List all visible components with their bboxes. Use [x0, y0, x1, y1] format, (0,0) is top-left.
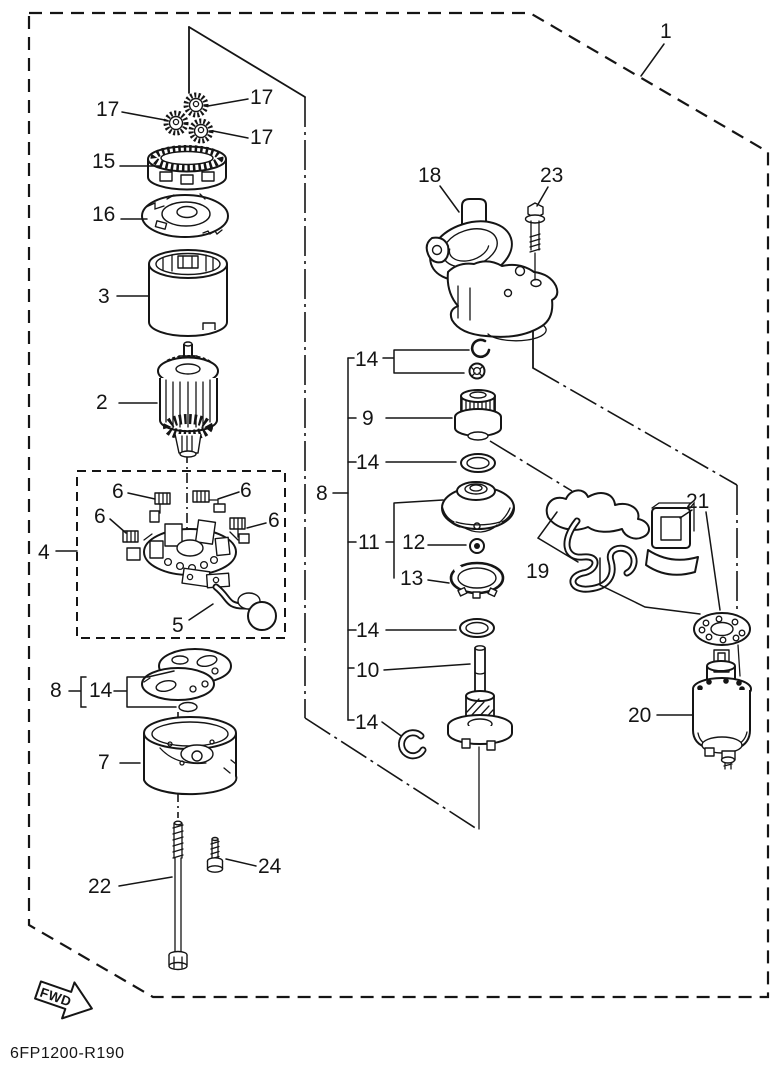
armature-drawing — [157, 341, 219, 458]
callout-3: 3 — [98, 285, 110, 308]
callout-14-left: 14 — [89, 679, 113, 702]
callout-12: 12 — [402, 531, 425, 554]
callout-19: 19 — [526, 560, 549, 583]
callout-11: 11 — [358, 531, 380, 554]
callout-14-c: 14 — [356, 619, 380, 642]
callout-10: 10 — [356, 659, 379, 682]
leader-22 — [118, 876, 173, 887]
end-plate-drawing — [141, 193, 229, 238]
bracket-19-flange — [599, 557, 701, 615]
brush-a-drawing — [149, 492, 171, 523]
shift-fork-drawing — [545, 489, 650, 593]
ring-gear-drawing — [147, 145, 227, 191]
retainer-drawing — [449, 561, 505, 599]
callout-16: 16 — [92, 203, 115, 226]
leader-6-d — [246, 522, 267, 529]
leader-6-a — [127, 492, 156, 500]
callout-17-c: 17 — [250, 126, 273, 149]
bracket-14-left — [113, 670, 177, 708]
callout-2: 2 — [96, 391, 108, 414]
callout-22: 22 — [88, 875, 111, 898]
callout-8-mid: 8 — [316, 482, 328, 505]
drive-shaft-drawing — [447, 645, 513, 751]
callout-17-b: 17 — [250, 86, 273, 109]
planet-gear-a — [183, 92, 209, 118]
bracket-8-left — [68, 676, 87, 708]
brush-holder-box — [76, 470, 286, 639]
callout-13: 13 — [400, 567, 423, 590]
brush-holder-drawing — [143, 519, 239, 576]
leader-24 — [225, 858, 257, 867]
callout-21: 21 — [686, 490, 709, 513]
fwd-arrow: FWD — [34, 980, 93, 1020]
leader-10 — [383, 663, 471, 671]
leader-17-c — [212, 130, 249, 139]
clutch-cap-drawing — [441, 481, 515, 533]
bracket-screw-drawing — [206, 836, 224, 873]
callout-4: 4 — [38, 541, 50, 564]
planet-gear-c — [188, 118, 214, 144]
washer-b-drawing — [460, 453, 496, 473]
part-code: 6FP1200-R190 — [10, 1045, 125, 1062]
planet-gears-drawing — [163, 92, 214, 144]
brush-lead-drawing — [181, 567, 277, 631]
callout-6-a: 6 — [112, 480, 124, 503]
lock-washer-drawing — [398, 729, 427, 760]
callout-5: 5 — [172, 614, 184, 637]
solenoid-drawing — [692, 649, 752, 770]
leader-17-b — [207, 98, 249, 107]
callout-6-c: 6 — [94, 505, 106, 528]
bracket-11 — [385, 499, 444, 579]
callout-6-d: 6 — [268, 509, 280, 532]
callout-14-a: 14 — [355, 348, 379, 371]
brush-d-drawing — [229, 517, 250, 544]
leader-13 — [427, 579, 450, 584]
leader-18 — [439, 185, 460, 213]
callout-14-b: 14 — [356, 451, 380, 474]
planet-gear-b — [163, 110, 189, 136]
drive-group-bracket — [332, 357, 357, 721]
leader-14-d — [381, 721, 405, 739]
leader-1 — [640, 43, 665, 77]
brush-c-drawing — [122, 530, 141, 561]
callout-17-a: 17 — [96, 98, 119, 121]
callout-18: 18 — [418, 164, 441, 187]
callout-7: 7 — [98, 751, 110, 774]
bracket-19 — [536, 511, 579, 563]
leader-23 — [536, 186, 549, 207]
callout-1: 1 — [660, 20, 672, 43]
yoke-drawing — [148, 249, 228, 337]
leader-6-c — [109, 518, 127, 534]
callout-20: 20 — [628, 704, 651, 727]
leader-17-a — [121, 111, 166, 121]
front-bracket-drawing — [143, 716, 238, 796]
bracket-14-a — [382, 349, 470, 374]
leader-6-b — [217, 491, 240, 500]
drive-housing-drawing — [425, 198, 559, 342]
cover-plates-drawing — [141, 648, 232, 713]
bushing-drawing — [469, 538, 485, 554]
callout-8-left: 8 — [50, 679, 62, 702]
callout-24: 24 — [258, 855, 282, 878]
callout-6-b: 6 — [240, 479, 252, 502]
mount-flange-drawing — [693, 612, 751, 646]
pinion-drawing — [454, 389, 502, 441]
callout-9: 9 — [362, 407, 374, 430]
through-bolt-drawing — [168, 820, 188, 971]
page-border — [27, 11, 770, 999]
callout-15: 15 — [92, 150, 115, 173]
leader-5 — [188, 603, 214, 621]
housing-bolt-drawing — [524, 202, 546, 281]
bracket-21 — [679, 509, 721, 611]
grommet-holder-drawing — [645, 501, 699, 576]
callout-14-d: 14 — [355, 711, 379, 734]
callout-23: 23 — [540, 164, 563, 187]
snap-ring-drawing — [470, 338, 491, 359]
stopper-collar-drawing — [468, 362, 486, 380]
washer-c-drawing — [459, 618, 495, 638]
brush-b-drawing — [192, 490, 226, 513]
